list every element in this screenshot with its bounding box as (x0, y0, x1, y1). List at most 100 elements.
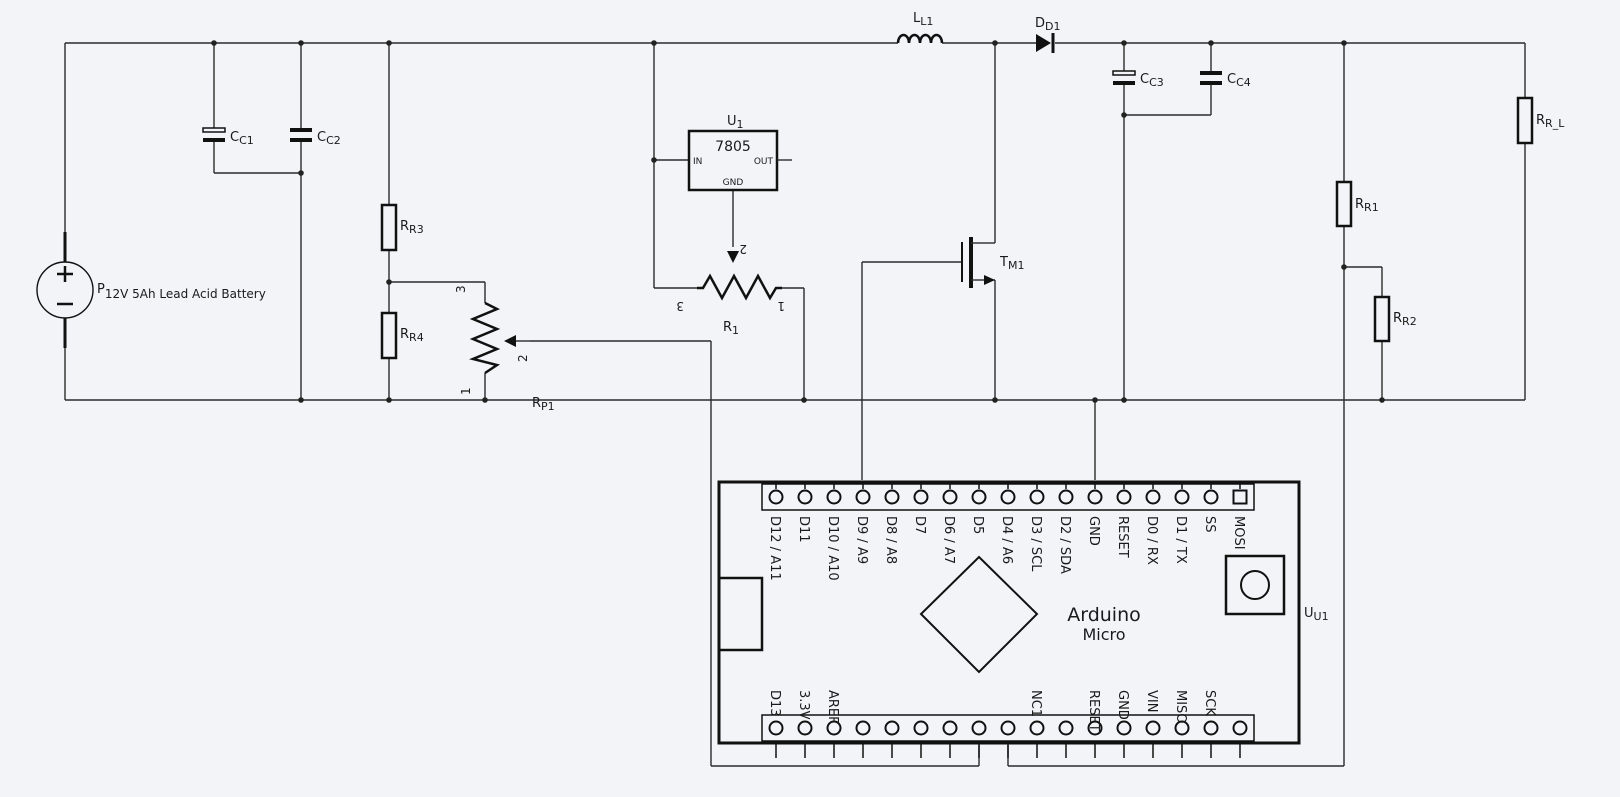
top-pin: GND (1086, 482, 1103, 546)
top-pin: D3 / SCL (1028, 482, 1045, 572)
svg-text:RR4: RR4 (400, 327, 424, 344)
c4-sub: C4 (1236, 76, 1251, 89)
regulator-pin-in: IN (693, 157, 702, 167)
arduino-ref: U (1304, 606, 1314, 621)
resistor-load: RR_L (1516, 96, 1565, 145)
bottom-pin: 3.3V (796, 690, 813, 758)
bottom-pin: GND (1115, 690, 1132, 758)
bottom-pin: SCK (1202, 690, 1219, 758)
top-pin: D11 (796, 482, 813, 543)
top-pin: SS (1202, 482, 1219, 533)
bottom-pin-label: VIN (1144, 690, 1159, 712)
c1-sub: C1 (239, 134, 254, 147)
svg-text:CC2: CC2 (317, 130, 341, 147)
svg-text:RR_L: RR_L (1536, 113, 1565, 130)
top-pin-label: D9 / A9 (854, 516, 869, 564)
battery-source: P12V 5Ah Lead Acid Battery (36, 232, 266, 348)
top-pin-label: GND (1086, 516, 1101, 546)
top-pin-label: D7 (912, 516, 927, 534)
bottom-pin: AREF (825, 690, 842, 758)
top-pin: D8 / A8 (883, 482, 900, 564)
capacitor-c3: CC3 (1112, 70, 1164, 89)
diode-ref: D (1035, 16, 1045, 31)
diode-d1: DD1 (1035, 16, 1060, 53)
svg-text:CC1: CC1 (230, 130, 254, 147)
bottom-pin (1000, 720, 1016, 758)
r3-sub: R3 (409, 223, 424, 236)
arduino-bottom-header: D13 3.3V AREF NC1 RESET GND VIN MISO SCK (767, 690, 1248, 758)
bottom-pin (971, 720, 987, 758)
potentiometer-p1: 3 2 1 RP1 (454, 285, 555, 413)
top-pin: D10 / A10 (825, 482, 842, 581)
bottom-pin-label: AREF (825, 690, 840, 724)
top-pin: D1 / TX (1173, 482, 1190, 564)
top-pin-label: D2 / SDA (1057, 516, 1072, 574)
bottom-pin-label: D13 (767, 690, 782, 717)
top-pin: D9 / A9 (854, 482, 871, 564)
bottom-pin: RESET (1086, 690, 1103, 758)
top-pin-label: D3 / SCL (1028, 516, 1043, 572)
bottom-pin-label: GND (1115, 690, 1130, 720)
arduino-top-header: D12 / A11 D11 D10 / A10 D9 / A9 D8 / A8 D7 D6 … (767, 482, 1248, 581)
svg-text:U1: U1 (727, 114, 744, 131)
top-pin-label: D8 / A8 (883, 516, 898, 564)
svg-text:R1: R1 (723, 320, 739, 337)
trimmer-pin2: 2 (739, 242, 747, 256)
top-pin: RESET (1115, 482, 1132, 558)
svg-text:CC3: CC3 (1140, 72, 1164, 89)
top-pin-label: D1 / TX (1173, 516, 1188, 564)
c1-ref: C (230, 130, 239, 145)
bottom-pin (884, 720, 900, 758)
top-pin: D6 / A7 (941, 482, 958, 564)
mosfet-m1: TM1 (961, 237, 1024, 288)
regulator-pin-gnd: GND (723, 178, 744, 188)
c2-ref: C (317, 130, 326, 145)
trimmer-ref: R (723, 320, 732, 335)
svg-text:CC4: CC4 (1227, 72, 1251, 89)
bottom-pin (942, 720, 958, 758)
svg-text:P12V 5Ah Lead Acid Battery: P12V 5Ah Lead Acid Battery (97, 282, 266, 301)
trimmer-pin3: 3 (676, 299, 684, 313)
capacitor-c1: CC1 (202, 127, 254, 147)
top-pin: D0 / RX (1144, 482, 1161, 565)
svg-text:UU1: UU1 (1304, 606, 1329, 623)
top-pin: MOSI (1231, 482, 1248, 550)
trimmer-resistor: 2 3 1 R1 (676, 242, 785, 337)
arduino-subtitle: Micro (1082, 625, 1125, 644)
pot-sub: P1 (541, 400, 555, 413)
inductor-ref: L (913, 11, 921, 26)
svg-text:TM1: TM1 (999, 255, 1024, 272)
resistor-r3: RR3 (380, 203, 424, 252)
capacitor-c4: CC4 (1200, 71, 1251, 89)
trimmer-sub: 1 (732, 324, 739, 337)
top-pin-label: D6 / A7 (941, 516, 956, 564)
regulator-pin-out: OUT (754, 157, 774, 167)
regulator-part: 7805 (715, 139, 751, 155)
trimmer-pin1: 1 (777, 299, 785, 313)
bottom-pin (1058, 720, 1074, 758)
r4-ref: R (400, 327, 409, 342)
top-pin: D12 / A11 (767, 482, 784, 581)
r3-ref: R (400, 219, 409, 234)
rl-sub: R_L (1545, 117, 1565, 130)
r1-ref: R (1355, 197, 1364, 212)
diode-sub: D1 (1045, 20, 1060, 33)
pot-pin1: 1 (459, 387, 473, 395)
resistor-r2: RR2 (1373, 295, 1417, 343)
r4-sub: R4 (409, 331, 424, 344)
mosfet-ref: T (999, 255, 1008, 270)
resistor-r1: RR1 (1335, 180, 1379, 228)
c2-sub: C2 (326, 134, 341, 147)
capacitor-c2: CC2 (290, 128, 341, 147)
bottom-pin-label: RESET (1086, 690, 1101, 732)
wires (64, 42, 1526, 767)
inductor-sub: L1 (920, 15, 933, 28)
top-pin-label: RESET (1115, 516, 1130, 558)
bottom-pin: NC1 (1028, 690, 1045, 758)
pot-ref: R (532, 396, 541, 411)
top-pin: D2 / SDA (1057, 482, 1074, 574)
top-pin-label: D0 / RX (1144, 516, 1159, 565)
bottom-pin: MISO (1173, 690, 1190, 758)
